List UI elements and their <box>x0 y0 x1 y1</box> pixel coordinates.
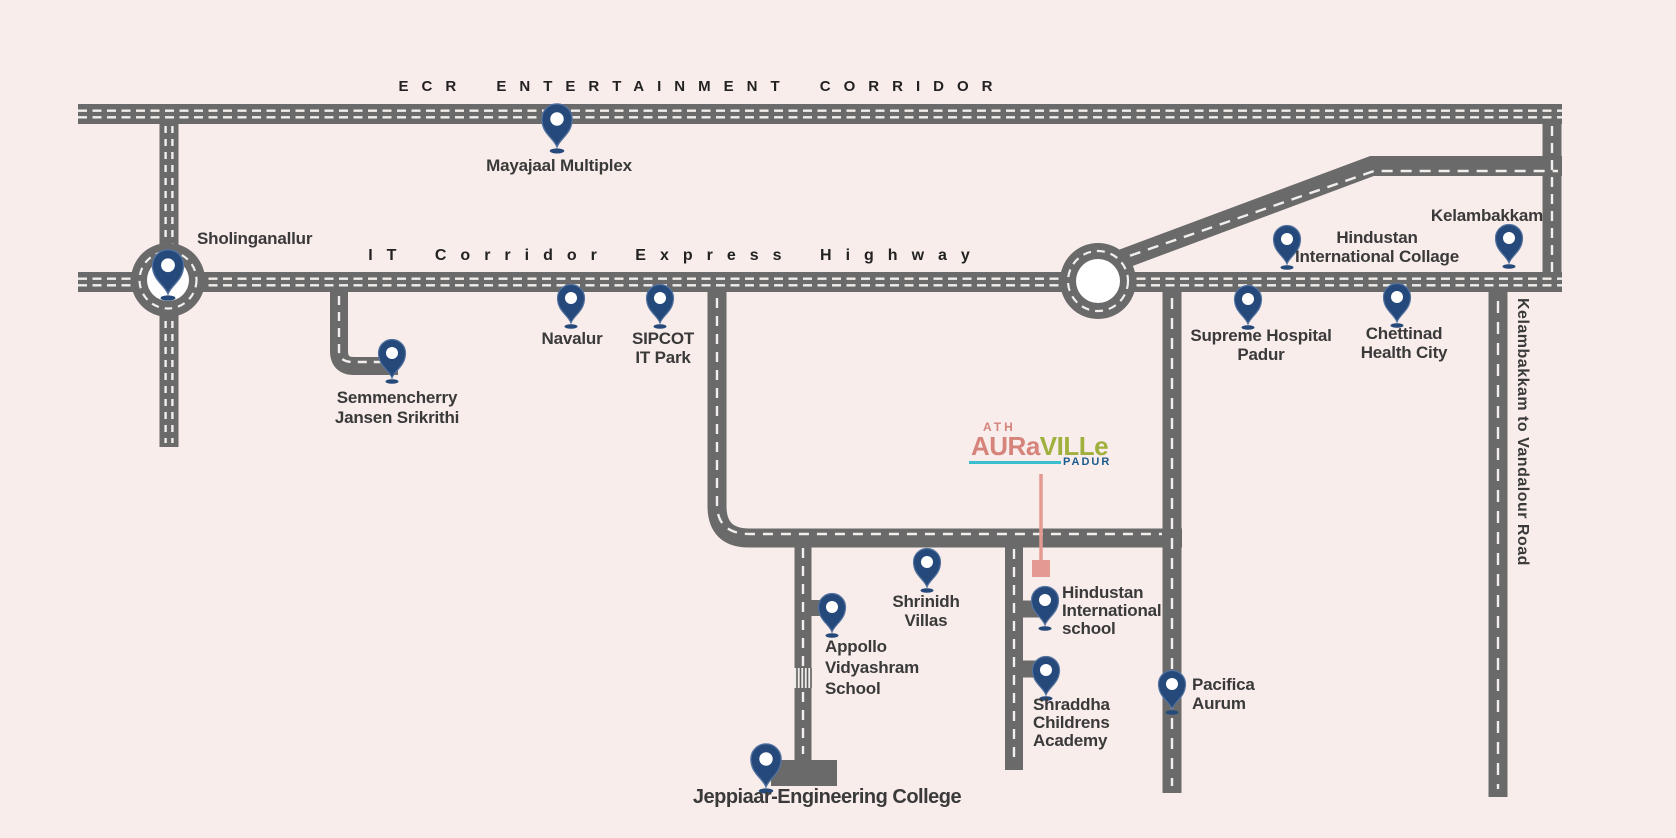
pin-mayajaal-multiplex <box>541 103 573 155</box>
site-marker-square <box>1032 560 1050 577</box>
label-supreme-hospital: Supreme Hospital Padur <box>1190 326 1332 364</box>
label-mayajaal: Mayajaal Multiplex <box>486 156 632 175</box>
padur-roundabout <box>1060 243 1136 319</box>
auraville-logo: ATH AURaVILLe PADUR <box>969 420 1109 470</box>
label-jeppiaar: Jeppiaar-Engineering College <box>692 786 962 808</box>
logo-aura-text: AURa <box>971 431 1040 461</box>
pin-supreme-hospital <box>1233 284 1263 331</box>
label-semmencherry: Semmencherry Jansen Srikrithi <box>334 388 460 427</box>
label-navalur: Navalur <box>541 329 603 348</box>
road-crossing-hatch <box>794 668 812 688</box>
label-hindustan-school: Hindustan International school <box>1062 583 1162 638</box>
label-hindustan-collage: Hindustan International Collage <box>1295 228 1459 266</box>
label-kelambakkam: Kelambakkam <box>1430 206 1544 225</box>
diagonal-dash <box>1111 169 1558 264</box>
label-sipcot: SIPCOT IT Park <box>631 329 695 367</box>
pin-appollo-vidyashram <box>817 592 847 639</box>
pin-chettinad-health-city <box>1382 282 1412 329</box>
label-appollo: Appollo Vidyashram School <box>825 637 920 698</box>
pin-navalur <box>556 283 586 330</box>
logo-underline <box>969 461 1061 464</box>
pin-sipcot-it-park <box>645 283 675 330</box>
it-highway-title: IT Corridor Express Highway <box>368 247 984 264</box>
label-shraddha: Shraddha Childrens Academy <box>1033 695 1110 750</box>
roads-layer <box>78 104 1562 797</box>
loop-dash <box>715 298 1162 536</box>
pin-semmencherry <box>377 338 407 385</box>
label-chettinad: Chettinad Health City <box>1360 324 1448 362</box>
label-sholinganallur: Sholinganallur <box>197 229 313 248</box>
label-shrinidh: Shrinidh Villas <box>892 592 960 630</box>
pin-kelambakkam <box>1494 223 1524 270</box>
logo-padur-text: PADUR <box>1063 456 1112 468</box>
pin-shrinidh-villas <box>912 547 942 594</box>
pin-hindustan-international-school <box>1030 585 1060 632</box>
ecr-road-title: ECR ENTERTAINMENT CORRIDOR <box>398 78 1006 95</box>
logo-ville-text: VILLe <box>1039 431 1109 461</box>
loop-road <box>707 290 1182 548</box>
logo-ath-text: ATH <box>983 420 1016 434</box>
logo-brand-text: AURaVILLe <box>971 431 1109 462</box>
road-dashes-layer <box>78 109 1562 789</box>
jeppiaar-road-end-platform <box>771 760 837 786</box>
semmencherry-dash <box>337 296 393 364</box>
label-pacifica: Pacifica Aurum <box>1192 675 1255 713</box>
vandalour-road-title: Kelambakkam to Vandalour Road <box>1514 298 1531 566</box>
